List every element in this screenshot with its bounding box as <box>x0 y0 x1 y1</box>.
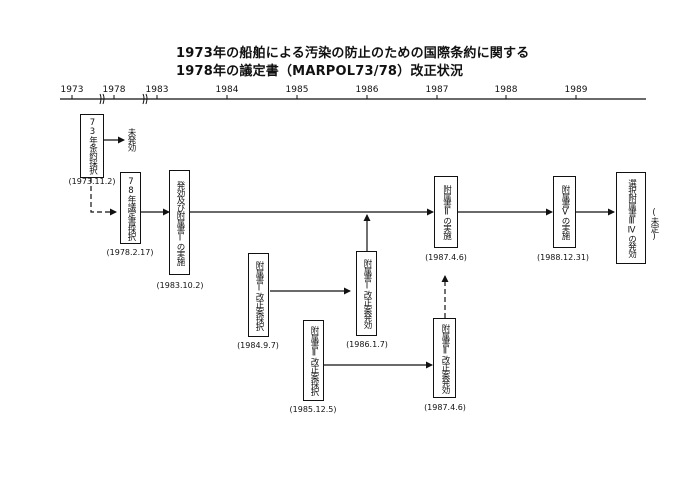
label-not-effective: 未発効 <box>126 128 136 151</box>
label-undetermined: (未定) <box>649 208 659 241</box>
year-label-1986: 1986 <box>355 85 379 95</box>
box-optional-annexes-effective: 選択附属書ⅢⅣの発効 <box>616 172 646 264</box>
year-label-1973: 1973 <box>60 85 84 95</box>
box-annex-ii-amendment-effective: 附属書Ⅱ改正案発効 <box>433 318 456 398</box>
diagram-title-line1: 1973年の船舶による汚染の防止のための国際条約に関する <box>176 46 530 61</box>
box-annex-ii-implemented: 附属書Ⅱの実施 <box>434 176 458 248</box>
year-label-1989: 1989 <box>564 85 588 95</box>
year-label-1988: 1988 <box>494 85 518 95</box>
year-label-1987: 1987 <box>425 85 449 95</box>
date-1985: (1985.12.5) <box>289 405 337 414</box>
date-1973: (1973.11.2) <box>68 177 116 186</box>
axis-break-marks <box>99 93 148 105</box>
box-annex-ii-amendment-adopted: 附属書Ⅱ改正案採択 <box>303 320 324 401</box>
box-annex-i-amendment-adopted: 附属書Ⅰ改正案採択 <box>248 253 269 337</box>
box-1978-protocol-adopted: 78年議定書採択 <box>120 172 141 244</box>
dashed-73-to-78 <box>90 178 117 216</box>
date-1987-amendment: (1987.4.6) <box>424 403 466 412</box>
date-1978: (1978.2.17) <box>106 248 154 257</box>
timeline-ticks <box>71 95 577 99</box>
date-1984: (1984.9.7) <box>237 341 279 350</box>
diagram-title-line2: 1978年の議定書（MARPOL73/78）改正状況 <box>176 64 464 79</box>
year-label-1983: 1983 <box>145 85 169 95</box>
year-label-1978: 1978 <box>102 85 126 95</box>
date-1987-annex-ii: (1987.4.6) <box>425 253 467 262</box>
year-label-1985: 1985 <box>285 85 309 95</box>
box-1973-convention-adopted: 73年条約採択 <box>80 114 104 178</box>
date-1983: (1983.10.2) <box>156 281 204 290</box>
year-label-1984: 1984 <box>215 85 239 95</box>
box-annex-i-amendment-effective: 附属書Ⅰ改正案発効 <box>356 251 377 336</box>
box-1983-entry-into-force: 発効及び附属書Ⅰの実施 <box>169 170 190 275</box>
date-1988: (1988.12.31) <box>536 253 590 262</box>
box-annex-v-implemented: 附属書Ⅴの実施 <box>553 176 576 248</box>
date-1986: (1986.1.7) <box>346 340 388 349</box>
